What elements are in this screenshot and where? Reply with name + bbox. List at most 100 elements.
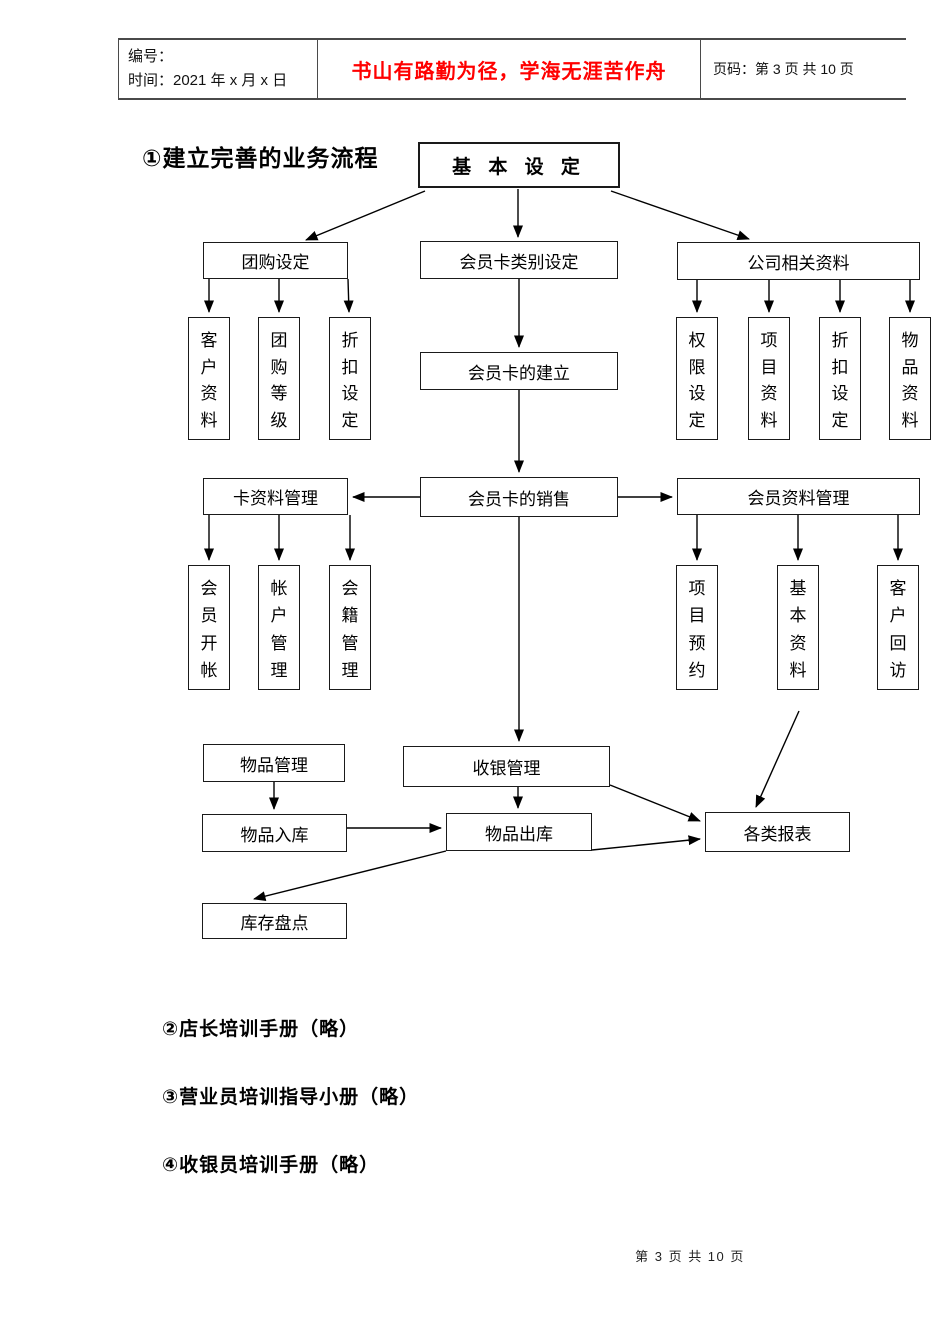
node-char: 团 <box>270 330 288 350</box>
node-goods-inbound: 物品入库 <box>202 814 347 852</box>
list-item-3: ③营业员培训指导小册（略） <box>162 1087 420 1108</box>
node-group-buy-settings: 团购设定 <box>203 242 348 279</box>
node-member-info-management: 会员资料管理 <box>677 478 920 515</box>
node-char: 理 <box>341 660 359 680</box>
node-company-info: 公司相关资料 <box>677 242 920 280</box>
node-char: 本 <box>789 606 807 626</box>
motto-text: 书山有路勤为径，学海无涯苦作舟 <box>351 60 667 83</box>
node-char: 定 <box>341 411 359 431</box>
header-table: 编号： 时间：2021 年 x 月 x 日 书山有路勤为径，学海无涯苦作舟 页码… <box>118 38 906 100</box>
node-char: 籍 <box>341 606 359 626</box>
node-char: 管 <box>270 633 288 653</box>
node-member-card-category: 会员卡类别设定 <box>420 241 618 279</box>
node-char: 目 <box>688 606 706 626</box>
node-char: 权 <box>688 330 706 350</box>
node-char: 项 <box>688 579 706 599</box>
node-project-reservation: 项目预约 <box>676 565 718 690</box>
node-goods-management: 物品管理 <box>203 744 345 782</box>
node-customer-follow-up: 客户回访 <box>877 565 919 690</box>
node-char: 购 <box>270 357 288 377</box>
node-char: 资 <box>789 633 807 653</box>
node-project-info: 项目资料 <box>748 317 790 440</box>
node-card-info-management: 卡资料管理 <box>203 478 348 515</box>
node-char: 约 <box>688 660 706 680</box>
node-char: 开 <box>200 633 218 653</box>
node-char: 资 <box>901 384 919 404</box>
doc-number-label: 编号： <box>128 48 174 65</box>
header-motto-cell: 书山有路勤为径，学海无涯苦作舟 <box>317 40 700 98</box>
edge-arrow <box>609 784 701 822</box>
node-char: 访 <box>889 660 907 680</box>
node-char: 管 <box>341 633 359 653</box>
node-char: 设 <box>341 384 359 404</box>
node-char: 客 <box>889 579 907 599</box>
node-char: 级 <box>270 411 288 431</box>
edge-arrow <box>343 278 354 313</box>
node-char: 资 <box>760 384 778 404</box>
node-char: 户 <box>200 357 218 377</box>
node-group-buy-level: 团购等级 <box>258 317 300 440</box>
node-discount-settings-left: 折扣设定 <box>329 317 371 440</box>
node-char: 定 <box>688 411 706 431</box>
node-char: 回 <box>889 633 907 653</box>
node-permission-settings: 权限设定 <box>676 317 718 440</box>
diagram-title: ①建立完善的业务流程 <box>142 145 379 171</box>
node-char: 料 <box>200 411 218 431</box>
list-item-4: ④收银员培训手册（略） <box>162 1155 380 1176</box>
node-char: 目 <box>760 357 778 377</box>
node-char: 物 <box>901 330 919 350</box>
node-char: 料 <box>789 660 807 680</box>
node-char: 预 <box>688 633 706 653</box>
node-basic-info: 基本资料 <box>777 565 819 690</box>
list-item-2: ②店长培训手册（略） <box>162 1019 360 1040</box>
node-char: 户 <box>270 606 288 626</box>
node-basic-settings: 基 本 设 定 <box>418 142 620 188</box>
node-char: 帐 <box>200 660 218 680</box>
node-char: 员 <box>200 606 218 626</box>
edge-arrow <box>610 190 750 240</box>
node-inventory-count: 库存盘点 <box>202 903 347 939</box>
edge-arrow <box>253 850 447 902</box>
node-member-card-sales: 会员卡的销售 <box>420 477 618 517</box>
node-char: 扣 <box>831 357 849 377</box>
node-char: 资 <box>200 384 218 404</box>
header-page-cell: 页码：第 3 页 共 10 页 <box>700 40 906 98</box>
node-account-management: 帐户管理 <box>258 565 300 690</box>
node-char: 基 <box>789 579 807 599</box>
node-char: 客 <box>200 330 218 350</box>
page-number-label: 页码：第 3 页 共 10 页 <box>713 61 854 77</box>
node-discount-settings-right: 折扣设定 <box>819 317 861 440</box>
node-char: 定 <box>831 411 849 431</box>
node-cashier-management: 收银管理 <box>403 746 610 787</box>
node-char: 限 <box>688 357 706 377</box>
header-meta-cell: 编号： 时间：2021 年 x 月 x 日 <box>118 40 317 98</box>
edge-arrow <box>755 710 800 808</box>
node-reports: 各类报表 <box>705 812 850 852</box>
node-char: 项 <box>760 330 778 350</box>
node-char: 户 <box>889 606 907 626</box>
page-footer: 第 3 页 共 10 页 <box>635 1249 745 1264</box>
edge-arrow <box>591 835 701 851</box>
node-char: 设 <box>688 384 706 404</box>
node-char: 料 <box>760 411 778 431</box>
node-char: 等 <box>270 384 288 404</box>
node-member-card-creation: 会员卡的建立 <box>420 352 618 390</box>
node-char: 扣 <box>341 357 359 377</box>
node-char: 料 <box>901 411 919 431</box>
node-membership-management: 会籍管理 <box>329 565 371 690</box>
node-char: 品 <box>901 357 919 377</box>
node-char: 帐 <box>270 579 288 599</box>
node-goods-info: 物品资料 <box>889 317 931 440</box>
node-member-account-opening: 会员开帐 <box>188 565 230 690</box>
node-char: 会 <box>341 579 359 599</box>
node-char: 会 <box>200 579 218 599</box>
node-char: 设 <box>831 384 849 404</box>
node-char: 折 <box>831 330 849 350</box>
node-goods-outbound: 物品出库 <box>446 813 592 851</box>
node-customer-info: 客户资料 <box>188 317 230 440</box>
node-char: 理 <box>270 660 288 680</box>
node-char: 折 <box>341 330 359 350</box>
edge-arrow <box>305 190 426 241</box>
